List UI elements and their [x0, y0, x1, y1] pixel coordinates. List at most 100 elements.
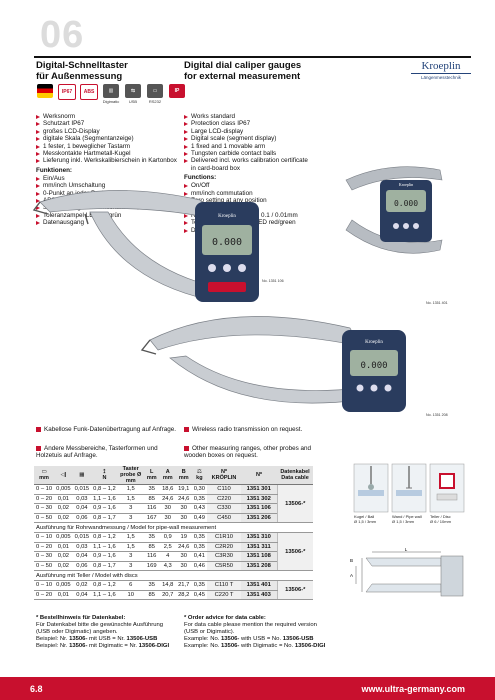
- table-cell: 0,015: [72, 532, 92, 543]
- probe-pipe-label: Wand / Pipe wall: [392, 514, 422, 519]
- table-cell: 0,9 – 1,6: [91, 503, 118, 514]
- table-cell: 1,5: [117, 484, 144, 495]
- caption-medium: No. 1351 106: [262, 279, 284, 283]
- table-cell: 19,1: [175, 484, 192, 495]
- functions-de-item: Datenausgang: [36, 219, 178, 226]
- table-cell: 0,35: [191, 580, 208, 591]
- features-en-item: Works standard: [184, 113, 314, 120]
- functions-en-item: On/Off: [184, 182, 314, 189]
- col-a: A mm: [159, 466, 176, 485]
- svg-text:0.000: 0.000: [394, 199, 418, 208]
- table-cell: 167: [143, 513, 160, 524]
- table-cell: 10: [117, 590, 144, 601]
- data-cable-group: 13506-*: [276, 532, 314, 572]
- table-cell: 0,005: [54, 580, 73, 591]
- svg-text:L: L: [405, 548, 408, 552]
- gauge-large: 0.000 Kroeplin: [140, 316, 406, 412]
- table-cell: 0,9: [159, 532, 176, 543]
- table-cell: 1351 108: [241, 551, 278, 562]
- note-1-en: Wireless radio transmission on request.: [184, 426, 344, 433]
- features-en-item: Tungsten carbide contact balls: [184, 150, 314, 157]
- table-cell: 14,8: [159, 580, 176, 591]
- svg-text:0.000: 0.000: [212, 237, 242, 248]
- footer-bar: [0, 677, 495, 700]
- features-en-item: 1 fixed and 1 movable arm: [184, 143, 314, 150]
- table-cell: 1351 403: [241, 590, 278, 601]
- spec-table-header: ▭mm ◁| ▦ ⟟N Taster probe Ø mm L mm A mm …: [34, 466, 314, 485]
- page-number: 6.8: [30, 684, 43, 694]
- table-cell: 3: [117, 513, 144, 524]
- features-de-item: großes LCD-Display: [36, 128, 178, 135]
- features-en-item: Digital scale (segment display): [184, 135, 314, 142]
- table-cell: 24,6: [159, 494, 176, 505]
- table-cell: 3: [117, 503, 144, 514]
- table-cell: 1351 106: [241, 503, 278, 514]
- germany-flag-icon: [36, 84, 54, 104]
- svg-text:A: A: [350, 573, 353, 578]
- order-note-en: * Order advice for data cable: For data …: [184, 615, 326, 649]
- table-cell: 85: [143, 494, 160, 505]
- probe-pipe-size: Ø 1,5 / 3mm: [392, 519, 415, 524]
- table-cell: 0,9 – 1,6: [91, 551, 118, 562]
- col-range: ▭mm: [34, 466, 55, 485]
- ip-icon: IP: [168, 84, 186, 104]
- functions-en-head: Functions:: [184, 174, 217, 182]
- table-cell: 0,04: [72, 503, 92, 514]
- table-cell: 85: [143, 542, 160, 553]
- functions-en-item: mm/inch commutation: [184, 190, 314, 197]
- table-cell: 35: [143, 532, 160, 543]
- table-cell: 30: [175, 503, 192, 514]
- table-cell: C450: [207, 513, 242, 524]
- ip67-icon: IP67: [58, 84, 76, 104]
- title-de: Digital-Schnelltaster für Außenmessung: [36, 60, 128, 82]
- usb-icon: ⇆ USB: [124, 84, 142, 104]
- rs232-icon: ▭ RS232: [146, 84, 164, 104]
- svg-text:0.000: 0.000: [360, 361, 387, 371]
- col-accuracy-icon: ▦: [72, 466, 92, 485]
- table-cell: 30: [159, 513, 176, 524]
- chapter-number: 06: [40, 14, 85, 56]
- note-2-en: Other measuring ranges, other probes and…: [184, 445, 312, 460]
- spec-table: ▭mm ◁| ▦ ⟟N Taster probe Ø mm L mm A mm …: [34, 466, 314, 601]
- table-cell: 30: [175, 551, 192, 562]
- table-cell: 0,35: [191, 494, 208, 505]
- features-de-item: Messkontakte Hartmetall-Kugel: [36, 150, 178, 157]
- table-cell: 0,8 – 1,7: [91, 561, 118, 572]
- table-cell: 3: [117, 551, 144, 562]
- table-cell: C220: [207, 494, 242, 505]
- table-cell: 1351 401: [241, 580, 278, 591]
- table-cell: 0 – 20: [34, 494, 55, 505]
- svg-text:Kroeplin: Kroeplin: [365, 340, 383, 345]
- table-cell: C2R20: [207, 542, 242, 553]
- table-cell: 0,04: [72, 551, 92, 562]
- table-cell: 0,015: [72, 484, 92, 495]
- table-cell: 0,06: [72, 513, 92, 524]
- table-cell: 1351 311: [241, 542, 278, 553]
- table-cell: 0 – 50: [34, 561, 55, 572]
- table-cell: 2,5: [159, 542, 176, 553]
- table-cell: 18,6: [159, 484, 176, 495]
- col-kg: ⚖kg: [191, 466, 208, 485]
- probe-pipe-wall-icon: [391, 463, 427, 513]
- note-2-de: Andere Messbereiche, Tasterformen und Ho…: [36, 445, 158, 460]
- table-cell: C3R30: [207, 551, 242, 562]
- table-cell: 0,01: [54, 590, 73, 601]
- table-cell: 1,5: [117, 494, 144, 505]
- table-cell: C5R50: [207, 561, 242, 572]
- col-resolution-icon: ◁|: [54, 466, 73, 485]
- table-cell: 30: [175, 561, 192, 572]
- dimension-diagram: L A B: [350, 548, 464, 597]
- table-cell: 0 – 10: [34, 532, 55, 543]
- website-link[interactable]: www.ultra-germany.com: [361, 684, 465, 694]
- features-en-item: Protection class IP67: [184, 120, 314, 127]
- data-cable-group: 13506-*: [276, 580, 314, 601]
- probe-ball-label: Kugel / Ball: [354, 514, 374, 519]
- probe-ball-icon: [353, 463, 389, 513]
- svg-text:Kroeplin: Kroeplin: [218, 214, 236, 219]
- table-section-label: Ausführung für Rohrwandmessung / Model f…: [34, 522, 314, 533]
- probe-disc-label: Teller / Disc: [430, 514, 451, 519]
